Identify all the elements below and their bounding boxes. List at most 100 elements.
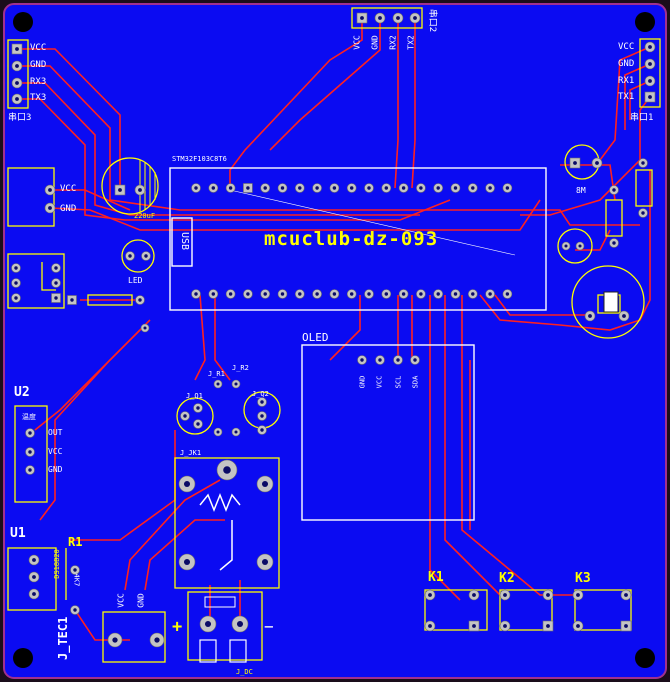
jdc-pin-a (199, 639, 217, 663)
mount-hole-tl (13, 12, 33, 32)
k2-pad-hole (503, 593, 507, 597)
u1-label: U1 (10, 526, 26, 541)
cap-pad-hole (138, 188, 142, 192)
r-pad-hole (612, 188, 616, 192)
jdc-pad-hole (204, 620, 212, 628)
traces (20, 18, 651, 641)
mcu-top-pad-hole (384, 186, 389, 190)
mcu-bottom-pad-hole (332, 292, 337, 296)
mcu-top-pad-hole (211, 186, 216, 190)
q2-pad-hole (260, 428, 264, 432)
k2-pad-hole (503, 624, 507, 628)
r1-value: 4K7 (72, 573, 81, 587)
q1-pad-hole (183, 414, 187, 418)
r-pad-hole (641, 211, 645, 215)
jq2-label: J_Q2 (252, 390, 269, 398)
serial1-pin-rx: RX1 (618, 76, 635, 86)
k1-pad-hole (428, 624, 432, 628)
serial2-pin-rx: RX2 (388, 35, 398, 50)
mcu-top-pad-hole (453, 186, 458, 190)
c-pad-hole (573, 161, 577, 165)
mcu-top-pad-hole (332, 186, 337, 190)
bigcap-pad-hole (622, 314, 626, 318)
mcu-bottom-pad-hole (211, 292, 216, 296)
mcu-bottom-pad-hole (194, 292, 198, 296)
mcu-bottom-pad-hole (471, 292, 475, 296)
relay-pad-hole (261, 558, 269, 566)
crystal-body (603, 291, 619, 313)
jdc-pad-hole (236, 620, 244, 628)
k1-pad-hole (472, 624, 476, 628)
mcu-bottom-pad-hole (349, 292, 354, 296)
oled-pad-hole (413, 358, 417, 362)
mcu-top-pad-hole (315, 186, 319, 190)
crystal-label: 8M (576, 186, 586, 195)
key-k1-label: K1 (428, 570, 444, 585)
mcu-bottom-pad-hole (280, 292, 285, 296)
u2-sub: 温度 (22, 413, 36, 421)
led-pad-hole (128, 254, 132, 258)
oled-pin-scl: SCL (394, 375, 403, 389)
u2-pin-out: OUT (48, 428, 63, 437)
serial2-pad-hole (413, 16, 417, 20)
u1-pad-hole (32, 558, 36, 562)
mount-hole-br (635, 648, 655, 668)
board-fill (3, 3, 667, 679)
k2-pad-hole (546, 624, 550, 628)
bigcap-pad-hole (588, 314, 592, 318)
k3-pad-hole (624, 593, 628, 597)
key-k2-label: K2 (499, 571, 515, 586)
c-pad-hole (595, 161, 599, 165)
mcu-label: STM32F103C8T6 (172, 155, 227, 163)
mount-hole-bl (13, 648, 33, 668)
q1-pad-hole (196, 406, 200, 410)
jr2-label: J_R2 (232, 364, 249, 372)
r1-pad-hole (73, 608, 77, 612)
oled-pin-vcc: VCC (375, 375, 384, 389)
serial1-pad-hole (648, 62, 652, 66)
serial2-pad-hole (360, 16, 364, 20)
r-pad-hole (612, 241, 616, 245)
mcu-bottom-pad-hole (488, 292, 492, 296)
q2-pad-hole (260, 414, 264, 418)
mcu-top-pad-hole (367, 186, 371, 190)
led-pad-hole (144, 254, 148, 258)
oled-outline (301, 344, 475, 521)
mcu-top-pad-hole (488, 186, 492, 190)
k3-pad-hole (576, 624, 580, 628)
jdc-pin-b (229, 639, 247, 663)
cap-pad-hole (118, 188, 122, 192)
usb-outline (171, 217, 193, 267)
mcu-bottom-pad-hole (315, 292, 319, 296)
u1-pad-hole (32, 592, 36, 596)
misc-pad-hole (54, 266, 58, 270)
serial1-pin-vcc: VCC (618, 42, 635, 52)
serial3-pin-rx: RX3 (30, 77, 47, 87)
serial3-pad-hole (15, 47, 19, 51)
mcu-top-pad-hole (349, 186, 354, 190)
k3-pad-hole (624, 624, 628, 628)
mcu-top-pad-hole (436, 186, 440, 190)
jdc-label: J_DC (236, 668, 253, 676)
mcu-top-pad-hole (194, 186, 198, 190)
oled-pad-hole (396, 358, 400, 362)
cap-value: 220uF (134, 212, 156, 220)
mcu-top-pad-hole (298, 186, 302, 190)
relay-pad-hole (223, 466, 231, 474)
serial2-name: 串口2 (427, 8, 438, 33)
u2-pad-hole (28, 468, 32, 472)
r1-label: R1 (68, 535, 83, 549)
jtec-pin-gnd: GND (136, 593, 146, 608)
serial3-pad-hole (15, 81, 19, 85)
oled-pad-hole (360, 358, 364, 362)
jtec-plus-sign: + (172, 617, 183, 637)
mcu-bottom-pad-hole (263, 292, 267, 296)
serial1-name: 串口1 (630, 113, 654, 123)
misc-pad-hole (14, 281, 18, 285)
mcu-top-pad-hole (246, 186, 250, 190)
mcu-bottom-pad-hole (401, 292, 406, 296)
relay-pad-hole (183, 558, 191, 566)
mcu-top-pad-hole (280, 186, 285, 190)
board-title: mcuclub-dz-093 (264, 228, 439, 250)
mcu-bottom-pad-hole (228, 292, 233, 296)
